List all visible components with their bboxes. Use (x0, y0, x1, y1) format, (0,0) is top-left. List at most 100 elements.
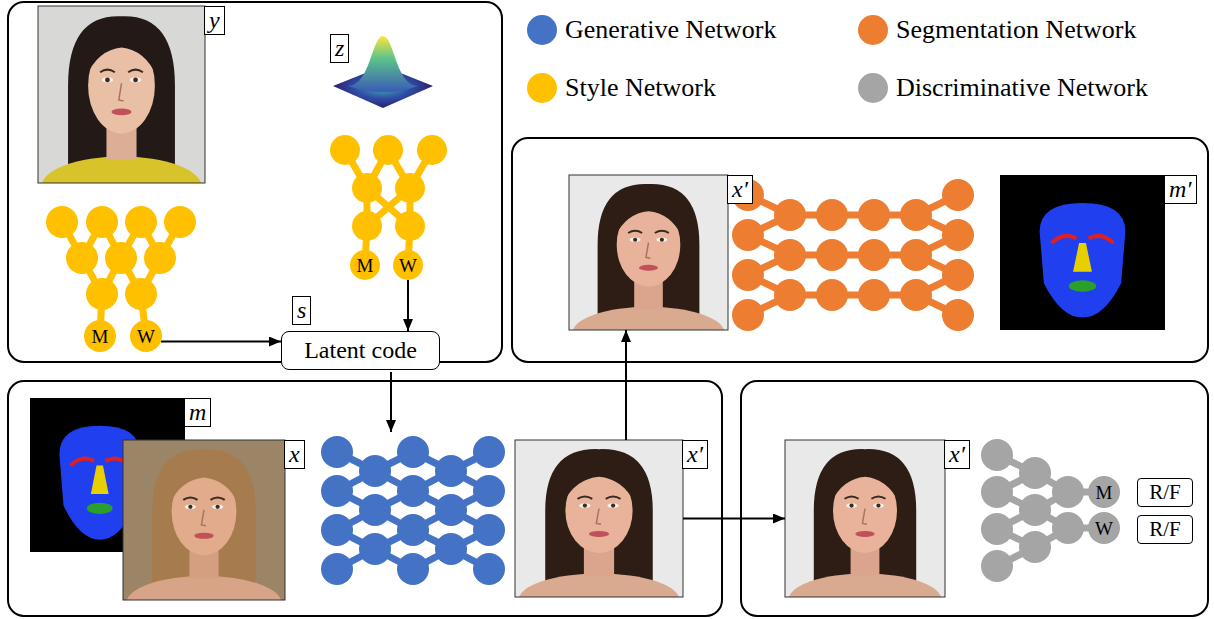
face-photo (515, 440, 683, 597)
output-box: R/F (1137, 478, 1193, 507)
face-photo (785, 440, 945, 597)
box-label: R/F (1149, 517, 1181, 542)
segmentation-network (732, 259, 764, 291)
face-photo (615, 201, 682, 237)
generative-network (321, 436, 353, 468)
legend-entry: Discriminative Network (858, 73, 1148, 103)
image-label: m (189, 399, 206, 425)
segmentation-mask (1000, 175, 1165, 330)
legend-text: Segmentation Network (896, 15, 1136, 45)
discriminative-network (1052, 512, 1084, 544)
legend-entry: Generative Network (527, 15, 777, 45)
image-label: m′ (1169, 176, 1192, 202)
face-photo (41, 156, 201, 183)
face-photo (628, 231, 642, 233)
segmentation-mask (1040, 203, 1126, 318)
face-photo (119, 83, 124, 101)
face-photo (128, 70, 143, 73)
style-network (330, 135, 360, 165)
generative-network (359, 494, 391, 526)
face-photo (68, 16, 175, 183)
style-network (164, 206, 196, 238)
face-photo (785, 440, 945, 597)
face-photo (210, 498, 224, 500)
segmentation-network (816, 279, 848, 311)
label-box: y (204, 6, 225, 35)
segmentation-network (774, 279, 806, 311)
face-photo (100, 70, 115, 73)
face-photo (862, 509, 866, 525)
generated-photo: x′ (515, 440, 683, 597)
style-network (373, 135, 403, 165)
face-photo (569, 175, 728, 359)
face-photo (123, 440, 285, 600)
face-photo (215, 505, 219, 509)
generated-photo: x′ (569, 175, 728, 330)
generative-network (397, 475, 429, 507)
segmentation-mask: m′ (1000, 175, 1165, 330)
style-network (352, 173, 382, 203)
face-photo (598, 184, 700, 330)
face-photo (633, 238, 637, 242)
output-box: R/F (1137, 515, 1193, 544)
connector-arrow (625, 330, 627, 440)
box-label: Latent code (304, 337, 417, 364)
face-photo (38, 6, 205, 183)
segmentation-mask (87, 503, 113, 514)
face-photo (38, 6, 205, 217)
discriminative-network (1052, 476, 1084, 508)
segmentation-network (774, 239, 806, 271)
face-photo (38, 6, 205, 183)
panel-frame (512, 138, 1208, 362)
node-label: W (1095, 519, 1113, 538)
generative-network (473, 514, 505, 546)
face-photo (656, 237, 667, 242)
face-photo (630, 237, 641, 242)
style-network (125, 206, 157, 238)
node-label: M (92, 327, 109, 346)
face-photo (515, 440, 683, 619)
generative-network (321, 475, 353, 507)
face-photo (212, 504, 223, 509)
style-network (144, 242, 176, 274)
gaussian-plot (348, 36, 418, 92)
face-photo (515, 440, 683, 597)
style-network (86, 278, 118, 310)
face-photo (194, 533, 213, 539)
segmentation-network (732, 219, 764, 251)
node-label: M (357, 256, 374, 275)
segmentation-mask (71, 458, 94, 465)
face-photo (564, 466, 635, 502)
box-label: R/F (1149, 480, 1181, 505)
segmentation-network (816, 239, 848, 271)
generated-photo: x′ (785, 440, 945, 597)
segmentation-network (900, 199, 932, 231)
style-network (395, 211, 425, 241)
generative-network (321, 514, 353, 546)
input-photo: y (38, 6, 205, 183)
discriminative-network (981, 439, 1013, 471)
discriminative-network (981, 513, 1013, 545)
node-label: M (1096, 483, 1113, 502)
segmentation-mask (1000, 175, 1165, 330)
face-photo (845, 496, 859, 498)
segmentation-mask: m (30, 398, 185, 552)
face-photo (589, 531, 609, 537)
face-photo (873, 503, 884, 508)
generative-network (359, 455, 391, 487)
node-label: W (137, 327, 155, 346)
segmentation-network (942, 179, 974, 211)
segmentation-mask (1089, 236, 1114, 243)
face-photo (515, 440, 683, 597)
legend-swatch (527, 15, 557, 45)
generative-network (397, 553, 429, 585)
face-photo (855, 531, 874, 537)
face-photo (170, 467, 238, 504)
segmentation-network (732, 299, 764, 331)
face-photo (849, 503, 853, 507)
label-box: x′ (944, 440, 970, 469)
label-box: x′ (682, 440, 708, 469)
legend-swatch (527, 73, 557, 103)
segmentation-network (942, 219, 974, 251)
